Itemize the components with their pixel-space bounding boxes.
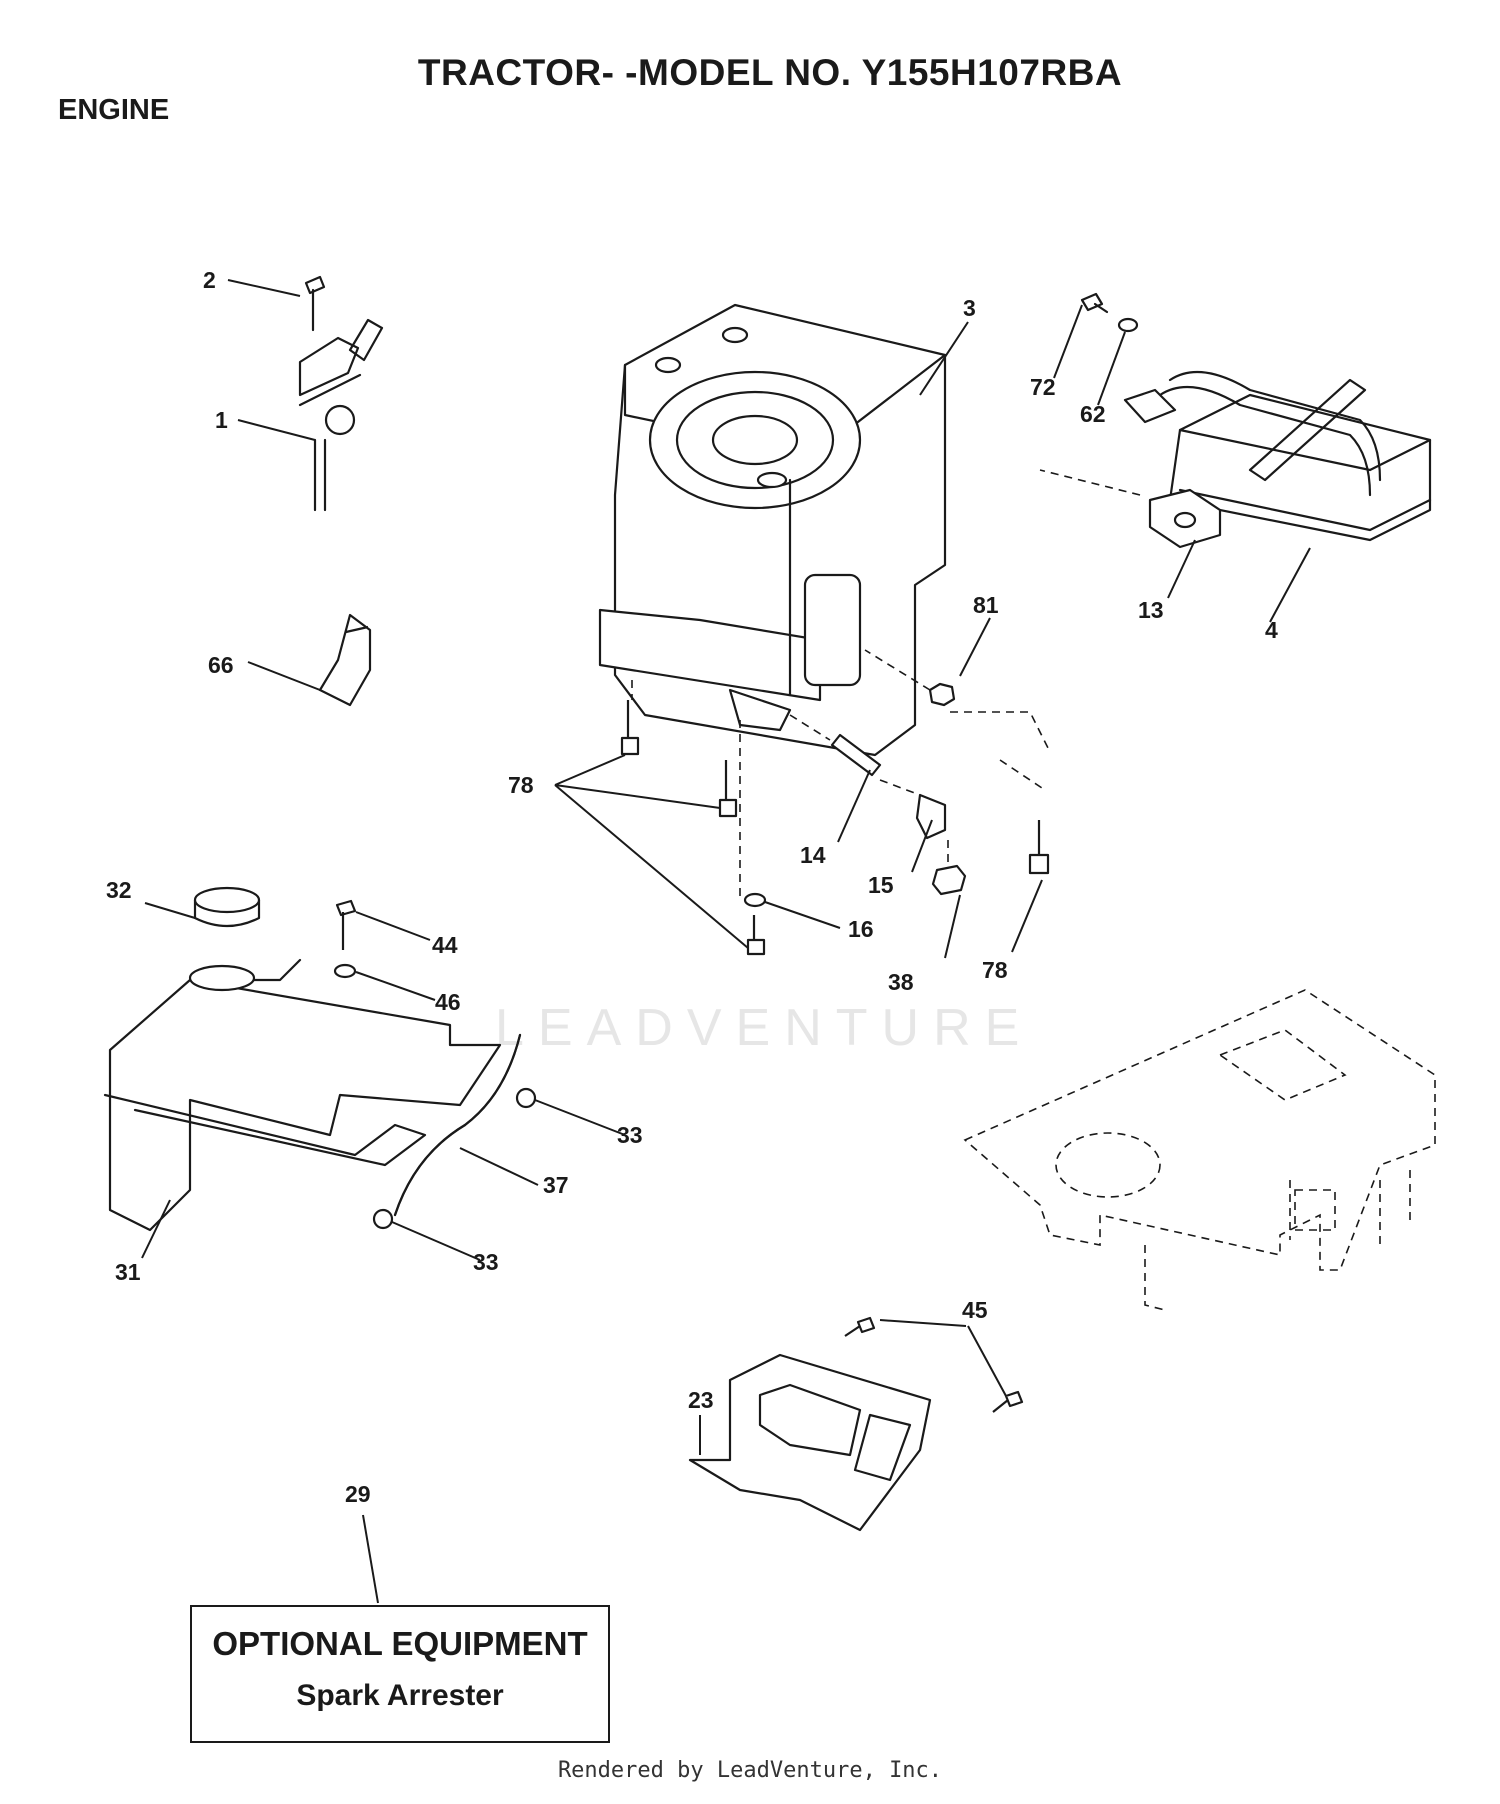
callout-78b: 78 bbox=[982, 957, 1008, 983]
frame bbox=[963, 989, 1436, 1311]
clamp-33b bbox=[372, 1208, 394, 1230]
callout-33a: 33 bbox=[617, 1122, 643, 1148]
callout-44: 44 bbox=[432, 932, 458, 958]
fuel-tank bbox=[103, 958, 502, 1232]
washer-46 bbox=[333, 963, 357, 979]
callout-2: 2 bbox=[203, 267, 216, 293]
callout-33b: 33 bbox=[473, 1249, 499, 1275]
callout-81: 81 bbox=[973, 592, 999, 618]
fitting-14 bbox=[830, 733, 882, 777]
fuel-cap-32 bbox=[193, 886, 261, 928]
callout-31: 31 bbox=[115, 1259, 141, 1285]
washer-16 bbox=[743, 892, 767, 908]
bolt-78b bbox=[718, 760, 738, 818]
exhaust-gasket bbox=[1148, 488, 1222, 549]
engine bbox=[598, 303, 947, 757]
screw-45a bbox=[844, 1316, 876, 1337]
bolt-72 bbox=[1080, 292, 1109, 314]
callout-23: 23 bbox=[688, 1387, 714, 1413]
optional-equipment-box: OPTIONAL EQUIPMENT Spark Arrester bbox=[190, 1605, 610, 1743]
callout-66: 66 bbox=[208, 652, 234, 678]
bolt-78c bbox=[746, 915, 766, 956]
callout-1: 1 bbox=[215, 407, 228, 433]
callout-45: 45 bbox=[962, 1297, 988, 1323]
callout-37: 37 bbox=[543, 1172, 569, 1198]
callout-15: 15 bbox=[868, 872, 894, 898]
skid-plate-23 bbox=[688, 1353, 932, 1532]
page-title: TRACTOR- -MODEL NO. Y155H107RBA bbox=[417, 52, 1123, 93]
callout-78a: 78 bbox=[508, 772, 534, 798]
footer-credit: Rendered by LeadVenture, Inc. bbox=[557, 1758, 943, 1783]
callout-62: 62 bbox=[1080, 401, 1106, 427]
spark-arrester-label: Spark Arrester bbox=[296, 1679, 504, 1712]
callout-38: 38 bbox=[888, 969, 914, 995]
section-label: ENGINE bbox=[58, 94, 170, 126]
callout-46: 46 bbox=[435, 989, 461, 1015]
callout-32: 32 bbox=[106, 877, 132, 903]
washer-62 bbox=[1117, 317, 1139, 333]
throttle-control bbox=[298, 275, 384, 512]
callout-3: 3 bbox=[963, 295, 976, 321]
nut-81 bbox=[928, 682, 956, 707]
bracket-66 bbox=[318, 613, 372, 707]
callout-16: 16 bbox=[848, 916, 874, 942]
callout-13: 13 bbox=[1138, 597, 1164, 623]
bolt-78d bbox=[1028, 820, 1050, 875]
callout-4: 4 bbox=[1265, 617, 1278, 643]
clamp-33a bbox=[515, 1087, 537, 1109]
screw-44 bbox=[335, 899, 357, 950]
bolt-78a bbox=[620, 700, 640, 756]
muffler bbox=[1123, 370, 1432, 542]
fuel-line-37-inner bbox=[393, 1033, 522, 1217]
callout-14: 14 bbox=[800, 842, 826, 868]
callout-29: 29 bbox=[345, 1481, 371, 1507]
nut-38 bbox=[931, 864, 967, 896]
elbow-15 bbox=[915, 793, 947, 840]
screw-45b bbox=[992, 1390, 1024, 1413]
optional-equipment-heading: OPTIONAL EQUIPMENT bbox=[212, 1625, 588, 1662]
watermark-text: LEADVENTURE bbox=[495, 999, 1033, 1057]
callout-72: 72 bbox=[1030, 374, 1056, 400]
